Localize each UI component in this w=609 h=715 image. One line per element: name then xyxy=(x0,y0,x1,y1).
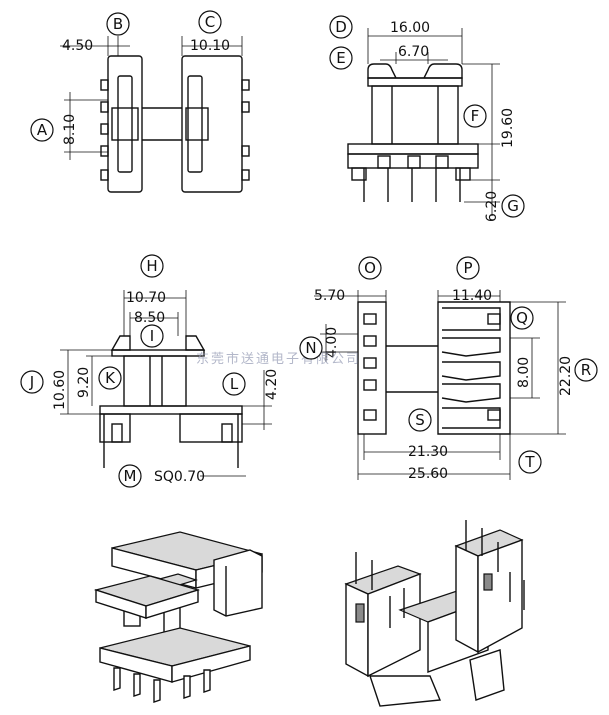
dim-m-value: SQ0.70 xyxy=(154,469,205,485)
dim-i-value: 8.50 xyxy=(134,310,165,326)
svg-text:H: H xyxy=(146,257,157,275)
view-side xyxy=(347,28,500,216)
label-l: L xyxy=(222,372,246,396)
label-m: M xyxy=(118,464,142,488)
svg-text:S: S xyxy=(415,411,425,429)
label-s: S xyxy=(408,408,432,432)
label-b: B xyxy=(106,12,130,36)
dim-g-value: 6.20 xyxy=(484,191,500,222)
dim-c-value: 10.10 xyxy=(190,38,230,54)
dim-f-value: 19.60 xyxy=(500,108,516,148)
label-p: P xyxy=(456,256,480,280)
label-o: O xyxy=(358,256,382,280)
label-e: E xyxy=(329,46,353,70)
view-isometric-assembled xyxy=(344,520,525,707)
svg-text:N: N xyxy=(305,339,316,357)
svg-text:G: G xyxy=(507,197,519,215)
svg-text:L: L xyxy=(230,375,239,393)
svg-text:M: M xyxy=(124,467,137,485)
dim-a-value: 8.10 xyxy=(62,114,78,145)
label-d: D xyxy=(329,15,353,39)
dim-o-value: 5.70 xyxy=(314,288,345,304)
label-c: C xyxy=(198,10,222,34)
svg-text:D: D xyxy=(335,18,347,36)
label-n: N xyxy=(299,336,323,360)
dim-l-value: 4.20 xyxy=(264,369,280,400)
svg-text:I: I xyxy=(150,327,154,345)
label-r: R xyxy=(574,358,598,382)
svg-text:J: J xyxy=(29,373,34,391)
label-j: J xyxy=(20,370,44,394)
label-f: F xyxy=(463,104,487,128)
label-i: I xyxy=(140,324,164,348)
svg-text:E: E xyxy=(336,49,345,67)
dim-e-value: 6.70 xyxy=(398,44,429,60)
dim-t-value: 25.60 xyxy=(408,466,448,482)
svg-text:C: C xyxy=(205,13,215,31)
view-front-flanges xyxy=(60,36,250,193)
svg-text:F: F xyxy=(471,107,480,125)
dim-n-value: 4.00 xyxy=(324,327,340,358)
svg-text:Q: Q xyxy=(516,309,528,327)
svg-text:T: T xyxy=(524,453,535,471)
svg-text:K: K xyxy=(105,369,116,387)
dim-p-value: 11.40 xyxy=(452,288,492,304)
svg-text:A: A xyxy=(37,121,48,139)
view-top xyxy=(314,290,566,480)
label-a: A xyxy=(30,118,54,142)
dim-b-value: 4.50 xyxy=(62,38,93,54)
view-end xyxy=(60,290,272,477)
label-h: H xyxy=(140,254,164,278)
watermark-text: 东莞市送通电子有限公司 xyxy=(196,351,361,367)
dim-k-value: 9.20 xyxy=(76,367,92,398)
dim-s-value: 21.30 xyxy=(408,444,448,460)
dim-r-value: 22.20 xyxy=(558,356,574,396)
svg-text:B: B xyxy=(113,15,123,33)
label-t: T xyxy=(518,450,542,474)
svg-text:P: P xyxy=(463,259,472,277)
label-k: K xyxy=(98,366,122,390)
dim-j-value: 10.60 xyxy=(52,370,68,410)
dim-q-value: 8.00 xyxy=(516,357,532,388)
dim-h-value: 10.70 xyxy=(126,290,166,306)
view-isometric-exploded xyxy=(93,531,263,703)
svg-text:R: R xyxy=(581,361,591,379)
label-g: G xyxy=(501,194,525,218)
svg-text:O: O xyxy=(364,259,376,277)
label-q: Q xyxy=(510,306,534,330)
dim-d-value: 16.00 xyxy=(390,20,430,36)
